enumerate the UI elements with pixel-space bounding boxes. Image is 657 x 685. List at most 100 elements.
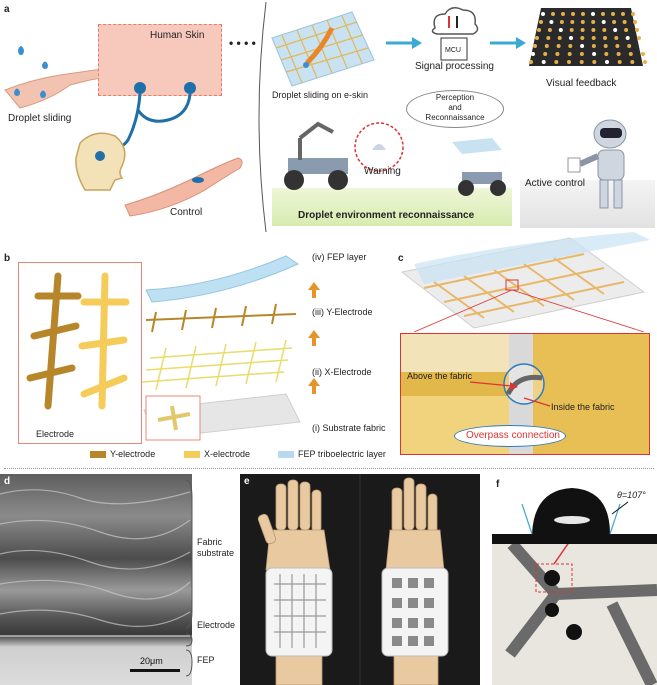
arrow-icon — [490, 37, 526, 49]
x-electrode-label: (ii) X-Electrode — [312, 367, 372, 377]
led-dot — [567, 60, 571, 64]
led-dot — [601, 20, 606, 24]
led-dot — [639, 44, 643, 48]
led-dot — [543, 52, 548, 56]
led-dot — [533, 44, 537, 48]
led-dot — [592, 52, 597, 56]
panel-letter-d: d — [4, 476, 11, 487]
led-dot — [580, 28, 585, 32]
led-dot — [643, 60, 647, 64]
led-dot — [627, 44, 632, 48]
led-dot — [569, 36, 573, 40]
led-dot — [549, 20, 554, 24]
panel-letter-e: e — [244, 476, 250, 487]
droplet-photo-marks — [505, 544, 657, 685]
d-electrode-label: Electrode — [197, 620, 236, 630]
panel-letter-c: c — [398, 253, 404, 264]
y-electrode-label: (iii) Y-Electrode — [312, 307, 373, 317]
brackets — [185, 479, 193, 677]
fabric-grid-3d — [400, 232, 650, 332]
led-dot — [601, 12, 605, 16]
led-dot — [529, 60, 533, 64]
led-dot — [604, 52, 609, 56]
control-label: Control — [170, 207, 203, 218]
droplet-icon — [42, 61, 48, 69]
scale-bar — [130, 669, 180, 672]
led-dot — [571, 12, 575, 16]
mcu-label: MCU — [445, 47, 461, 54]
led-dot — [539, 20, 543, 24]
floor — [520, 180, 655, 228]
led-dot — [631, 12, 635, 16]
droplet-icon — [40, 90, 46, 98]
arrow-icon — [386, 37, 422, 49]
led-dot — [558, 28, 563, 32]
overpass-circle — [503, 363, 545, 405]
small-robot-car-icon — [452, 138, 506, 196]
d-fep-label: FEP — [197, 655, 215, 665]
led-dot — [579, 60, 584, 64]
robot-car-icon — [284, 121, 348, 190]
led-dot — [580, 36, 585, 40]
perception-label: Perception and Reconnaissance — [425, 93, 485, 122]
led-dot — [633, 20, 637, 24]
arm-illustration — [124, 157, 243, 217]
led-dot — [541, 60, 546, 64]
led-board — [529, 8, 647, 66]
above-fabric-label: Above the fabric — [407, 371, 473, 381]
led-dot — [605, 60, 609, 64]
humanoid-robot-icon — [567, 119, 627, 209]
led-dot — [591, 20, 596, 24]
electrode-zoom-box — [18, 262, 142, 444]
legend-fep-swatch — [278, 451, 294, 458]
droplet-icon — [18, 46, 24, 55]
led-dot — [625, 36, 630, 40]
led-dot — [614, 36, 619, 40]
sem-image — [0, 474, 192, 685]
panel-letter-a: a — [4, 4, 10, 15]
led-dot — [580, 44, 585, 48]
led-dot — [591, 36, 596, 40]
droplet-photo — [492, 544, 657, 685]
led-dot — [621, 12, 625, 16]
legend-y-label: Y-electrode — [110, 449, 156, 459]
led-dot — [630, 60, 635, 64]
overpass-label: Overpass connection — [466, 430, 560, 441]
up-arrows — [308, 282, 320, 394]
led-dot — [559, 20, 564, 24]
led-dot — [535, 36, 539, 40]
sem-texture — [0, 489, 192, 637]
head-illustration — [75, 132, 126, 191]
led-dot — [628, 52, 633, 56]
legend-x-swatch — [184, 451, 200, 458]
substrate-label: (i) Substrate fabric — [312, 423, 386, 433]
contact-angle-drop — [492, 488, 657, 544]
led-dot — [580, 20, 585, 24]
annotation-strip — [192, 474, 238, 685]
led-dot — [611, 12, 615, 16]
human-skin-box — [98, 24, 222, 96]
led-dot — [581, 12, 585, 16]
fep-layer-label: (iv) FEP layer — [312, 252, 367, 262]
mannequin-hands — [257, 474, 449, 685]
led-dot — [591, 12, 595, 16]
legend-y-swatch — [90, 451, 106, 458]
divider-line — [258, 1, 267, 233]
active-control-label: Active control — [525, 178, 586, 189]
visual-feedback-label: Visual feedback — [546, 78, 617, 89]
led-dot — [591, 44, 596, 48]
panel-letter-f: f — [496, 479, 500, 490]
signal-processing-label: Signal processing — [415, 61, 494, 72]
led-dot — [615, 44, 620, 48]
human-skin-label: Human Skin — [150, 30, 205, 41]
led-dot — [603, 36, 607, 40]
led-dot — [602, 28, 607, 32]
electrode-crosses — [26, 272, 130, 410]
droplet-env-label: Droplet environment reconnaissance — [298, 210, 475, 221]
legend-fep-label: FEP triboelectric layer — [298, 449, 386, 459]
led-dot — [544, 44, 549, 48]
led-dot — [568, 44, 573, 48]
separator — [4, 468, 654, 469]
led-dot — [556, 44, 561, 48]
led-dot — [616, 52, 621, 56]
